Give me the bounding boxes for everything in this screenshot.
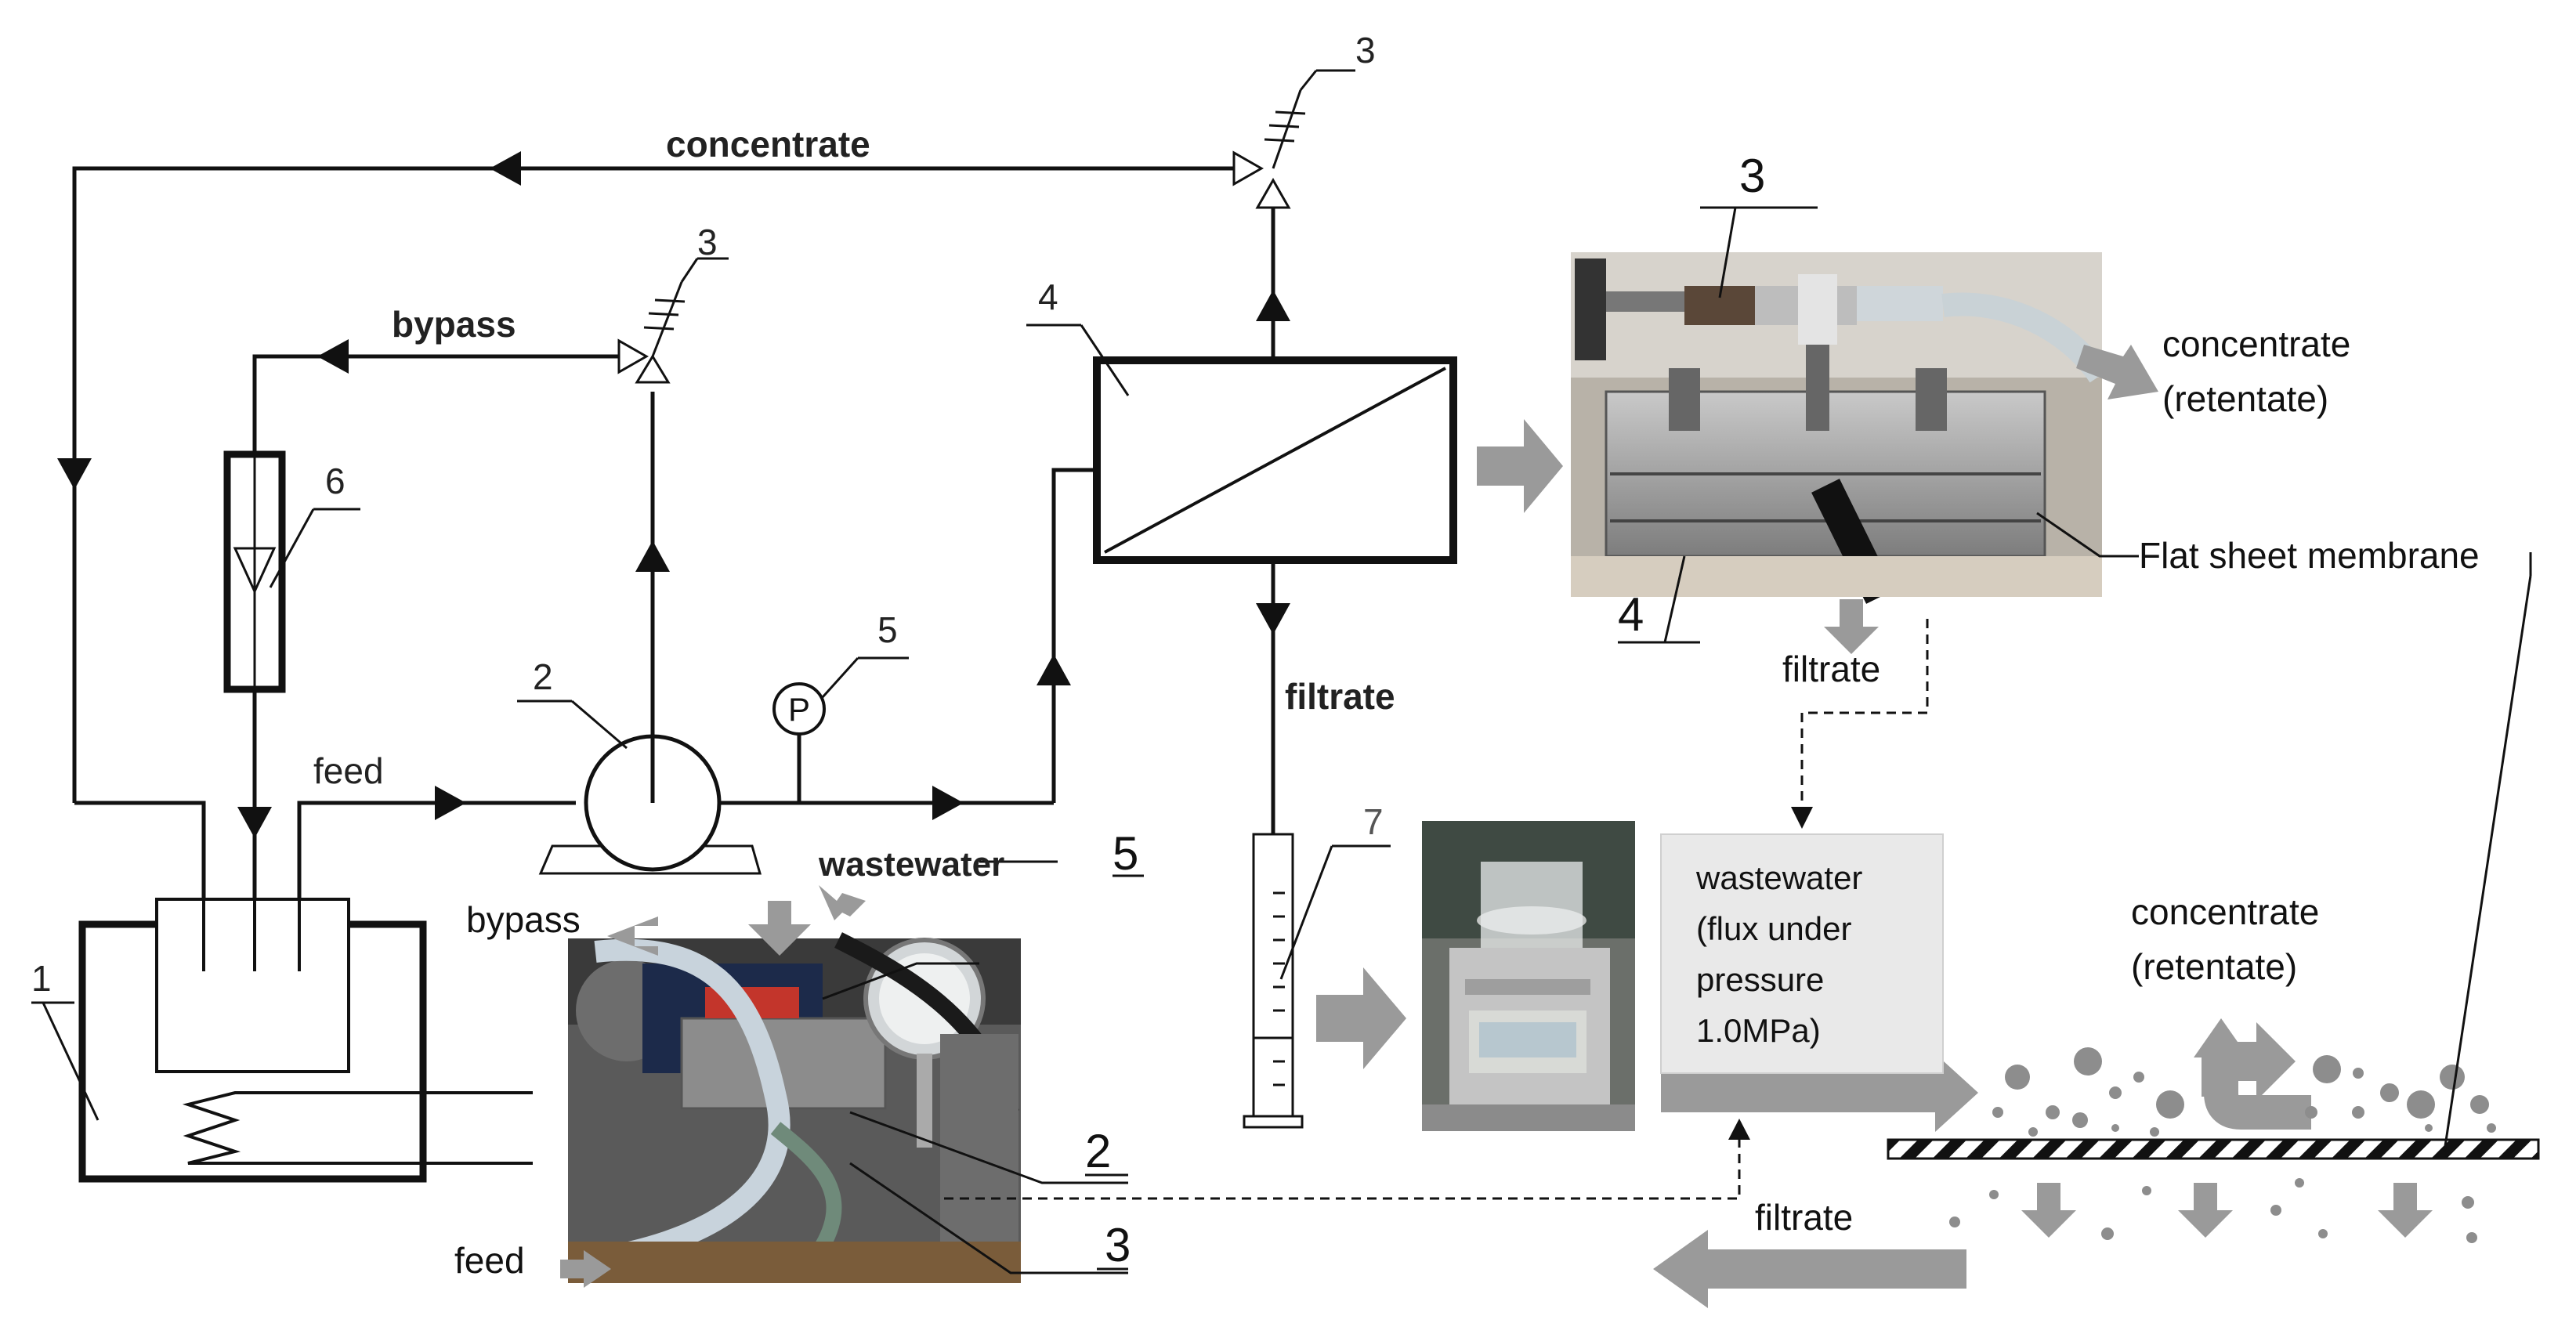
label-concentrate-retentate-bottom-2: (retentate) — [2131, 946, 2297, 987]
label-filtrate-photo: filtrate — [1782, 649, 1880, 689]
module-inlet-line — [1051, 468, 1097, 803]
number-1-tank: 1 — [31, 958, 52, 999]
photo-labels: 3 4 5 2 3 concentrate (retentate) Flat s… — [454, 150, 2480, 1281]
box-wastewater-line2: (flux under — [1696, 910, 1851, 947]
pressure-gauge-letter: P — [788, 691, 810, 728]
photo-membrane-module — [1571, 252, 2110, 604]
label-wastewater: wastewater — [818, 845, 1004, 884]
photo-pump — [568, 932, 1021, 1283]
pump — [517, 700, 762, 875]
dashed-lines — [944, 619, 1929, 1200]
number-4-module: 4 — [1038, 277, 1058, 317]
number-3-concentrate-valve: 3 — [1355, 30, 1376, 70]
photo-leaders — [822, 206, 1818, 1274]
flat-sheet-membrane-section — [1887, 1138, 2540, 1160]
concentrate-line — [72, 166, 1234, 803]
number-4-photo-module: 4 — [1618, 588, 1644, 641]
number-3-photo-module: 3 — [1739, 150, 1765, 202]
label-feed-photo: feed — [454, 1240, 525, 1281]
label-concentrate: concentrate — [666, 124, 870, 164]
membrane-leaders — [2036, 512, 2532, 1152]
label-filtrate: filtrate — [1285, 676, 1395, 717]
particles — [1949, 1047, 2496, 1243]
label-feed: feed — [313, 750, 384, 791]
heating-coil — [182, 1091, 533, 1165]
number-7-cylinder: 7 — [1363, 801, 1384, 842]
number-5-photo-pump: 5 — [1113, 827, 1138, 880]
bypass-valve — [617, 257, 729, 384]
wastewater-box — [1660, 833, 1944, 1074]
rotameter — [223, 450, 360, 693]
label-concentrate-retentate-top-1: concentrate — [2162, 324, 2350, 364]
photo-balance — [1422, 821, 1635, 1131]
number-6-rotameter: 6 — [325, 461, 346, 501]
number-2-photo-pump: 2 — [1085, 1125, 1111, 1177]
concentrate-valve — [1232, 69, 1355, 209]
pressure-gauge-symbol: P — [772, 656, 909, 736]
graduated-cylinder — [1243, 833, 1391, 1129]
dashed-arrowheads — [1728, 807, 1813, 1140]
box-wastewater-line3: pressure — [1696, 961, 1824, 998]
gray-flow-arrows — [560, 345, 2433, 1308]
label-bypass-photo: bypass — [466, 899, 581, 940]
number-2-pump: 2 — [533, 656, 553, 697]
number-underlines — [1085, 874, 1144, 1271]
number-3-bypass-valve: 3 — [697, 222, 718, 262]
label-concentrate-retentate-bottom-1: concentrate — [2131, 891, 2319, 932]
box-wastewater-line4: 1.0MPa) — [1696, 1012, 1821, 1049]
label-concentrate-retentate-top-2: (retentate) — [2162, 378, 2328, 419]
flow-arrowheads — [57, 151, 1290, 838]
membrane-module-symbol — [1026, 324, 1457, 564]
feed-tank — [31, 898, 533, 1183]
number-5-gauge: 5 — [877, 609, 898, 650]
box-wastewater-line1: wastewater — [1695, 859, 1862, 896]
concentrate-turn-arrow — [2194, 1018, 2311, 1130]
label-bypass: bypass — [392, 304, 516, 345]
bypass-line — [252, 354, 619, 454]
label-flat-sheet-membrane: Flat sheet membrane — [2139, 535, 2480, 576]
label-filtrate-bottom: filtrate — [1755, 1197, 1853, 1238]
number-3-photo-pump: 3 — [1105, 1219, 1131, 1271]
schematic-labels: concentrate bypass feed filtrate wastewa… — [31, 30, 1395, 999]
